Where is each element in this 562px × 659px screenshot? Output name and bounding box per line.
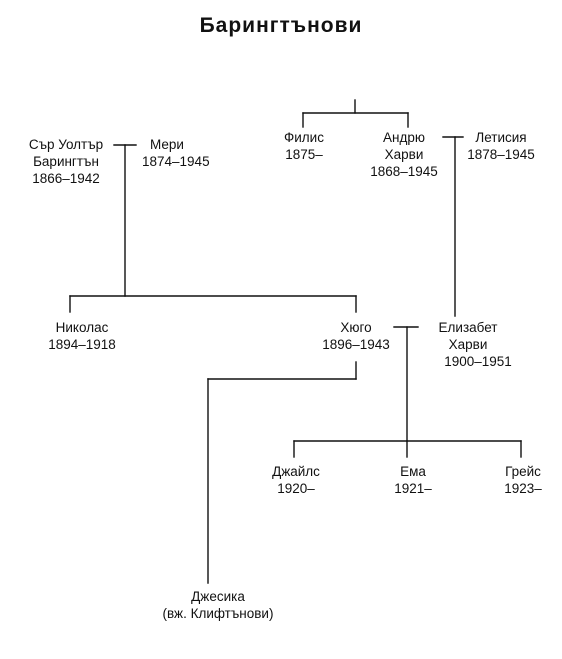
person-name: Джесика bbox=[191, 589, 245, 604]
person-years: 1894–1918 bbox=[48, 337, 116, 352]
person-mary: Мери 1874–1945 bbox=[142, 136, 210, 170]
person-name: Ема bbox=[400, 464, 426, 479]
person-years: 1920– bbox=[277, 481, 315, 496]
person-name: Джайлс bbox=[272, 464, 320, 479]
person-name-line1: Андрю bbox=[383, 130, 425, 145]
person-name: Николас bbox=[55, 320, 109, 335]
person-jessica: Джесика (вж. Клифтънови) bbox=[148, 588, 288, 622]
person-nicholas: Николас 1894–1918 bbox=[42, 319, 122, 353]
person-name: Летисия bbox=[475, 130, 527, 145]
person-grace: Грейс 1923– bbox=[490, 463, 556, 497]
person-years: 1921– bbox=[394, 481, 432, 496]
person-years: 1874–1945 bbox=[142, 154, 210, 169]
person-name: Хюго bbox=[340, 320, 372, 335]
person-elizabeth-harvey: Елизабет Харви 1900–1951 bbox=[424, 319, 532, 370]
person-name-line1: Елизабет bbox=[438, 320, 498, 335]
person-years: 1900–1951 bbox=[444, 354, 512, 369]
person-andrew-harvey: Андрю Харви 1868–1945 bbox=[362, 129, 446, 180]
person-years: 1923– bbox=[504, 481, 542, 496]
person-emma: Ема 1921– bbox=[380, 463, 446, 497]
person-years: 1866–1942 bbox=[32, 171, 100, 186]
person-note: (вж. Клифтънови) bbox=[162, 606, 274, 621]
person-giles: Джайлс 1920– bbox=[258, 463, 334, 497]
person-name-line2: Барингтън bbox=[33, 154, 99, 169]
person-walter-barrington: Сър Уолтър Барингтън 1866–1942 bbox=[18, 136, 114, 187]
person-name-line2: Харви bbox=[384, 147, 424, 162]
person-name-line1: Сър Уолтър bbox=[28, 137, 104, 152]
person-letitia: Летисия 1878–1945 bbox=[462, 129, 540, 163]
person-name: Грейс bbox=[505, 464, 541, 479]
person-years: 1878–1945 bbox=[467, 147, 535, 162]
page-title: Барингтънови bbox=[199, 14, 363, 37]
person-hugo: Хюго 1896–1943 bbox=[314, 319, 398, 353]
person-phyllis: Филис 1875– bbox=[272, 129, 336, 163]
person-years: 1868–1945 bbox=[370, 164, 438, 179]
person-name: Филис bbox=[284, 130, 324, 145]
person-years: 1875– bbox=[285, 147, 323, 162]
person-name: Мери bbox=[150, 137, 184, 152]
person-years: 1896–1943 bbox=[322, 337, 390, 352]
person-name-line2: Харви bbox=[448, 337, 488, 352]
